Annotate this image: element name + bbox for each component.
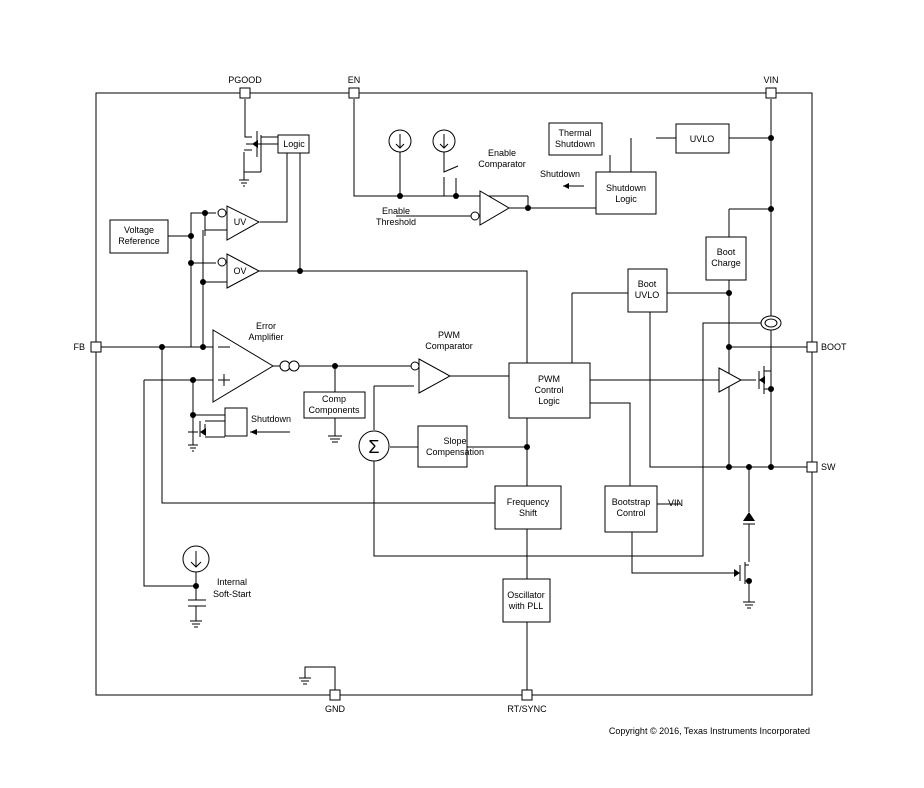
shutdown-logic-block [595,171,657,215]
device-boundary [95,92,813,696]
enable-comparator-symbol [479,190,510,226]
shutdown-switch-block [224,407,248,437]
slope-compensation-label-2: Compensation [426,447,484,457]
boot-uvlo-label-2: UVLO [635,290,660,300]
vin-small-label: VIN [668,498,683,508]
shutdown-left-label: Shutdown [251,414,291,424]
softstart-label-2: Soft-Start [213,589,252,599]
pwm-comparator-label-2: Comparator [425,341,473,351]
error-amplifier-label-2: Amplifier [248,332,283,342]
logic-block [277,134,310,154]
bootstrap-control-label-2: Control [616,508,645,518]
frequency-shift-block [494,485,562,530]
bootstrap-control-label-1: Bootstrap [612,497,651,507]
ov-comparator [226,253,261,289]
pin-label-fb: FB [73,342,85,352]
oscillator-label-1: Oscillator [507,590,545,600]
sigma-label: Σ [368,437,379,457]
summing-junction [358,430,390,462]
pwm-control-label-2: Control [534,385,563,395]
pwm-control-label-1: PWM [538,374,560,384]
pin-labels: PGOOD EN VIN FB BOOT SW GND RT/SYNC [73,75,847,714]
comp-components-label-2: Components [308,405,360,415]
shutdown-logic-label-1: Shutdown [606,183,646,193]
slope-compensation-label-1: Slope [443,436,466,446]
pin-label-en: EN [348,75,361,85]
enable-comparator-label-2: Comparator [478,159,526,169]
pin-label-vin: VIN [763,75,778,85]
wires [101,99,812,694]
uv-label: UV [234,217,247,227]
shutdown-top-label: Shutdown [540,169,580,179]
frequency-shift-label-2: Shift [519,508,538,518]
enable-threshold-label-2: Threshold [376,217,416,227]
pwm-comparator-symbol [418,358,452,394]
current-sources [182,129,456,573]
voltage-reference-label-2: Reference [118,236,160,246]
pin-label-sw: SW [821,462,836,472]
arrows [200,140,765,577]
copyright-text: Copyright © 2016, Texas Instruments Inco… [609,726,810,736]
ov-label: OV [233,266,246,276]
pin-en [348,87,360,99]
voltage-reference-block [109,219,169,254]
shutdown-logic-label-2: Logic [615,194,637,204]
pins [90,87,818,701]
blocks [109,122,747,623]
pin-rtsync [521,689,533,701]
error-amplifier-label-1: Error [256,321,276,331]
pin-vin [765,87,777,99]
voltage-reference-label-1: Voltage [124,225,154,235]
amplifiers [212,190,782,403]
gate-driver [718,367,743,393]
pwm-control-logic-block [508,362,591,419]
boot-charge-block [705,236,747,281]
boot-charge-label-2: Charge [711,258,741,268]
uvlo-block [675,123,730,154]
pin-gnd [329,689,341,701]
boot-uvlo-label-1: Boot [638,279,657,289]
uvlo-label: UVLO [690,134,715,144]
thermal-shutdown-label-2: Shutdown [555,139,595,149]
pin-label-pgood: PGOOD [228,75,262,85]
oscillator-label-2: with PLL [508,601,544,611]
oscillator-pll-block [502,578,551,623]
junction-dots [159,135,774,589]
pin-label-gnd: GND [325,704,346,714]
boot-charge-label-1: Boot [717,247,736,257]
pin-sw [806,461,818,473]
frequency-shift-label-1: Frequency [507,497,550,507]
block-labels: Logic Voltage Reference UV OV Error Ampl… [118,128,810,736]
softstart-label-1: Internal [217,577,247,587]
comp-components-label-1: Comp [322,394,346,404]
comp-components-block [303,391,366,419]
pwm-control-label-3: Logic [538,396,560,406]
pwm-comparator-label-1: PWM [438,330,460,340]
pin-label-boot: BOOT [821,342,847,352]
error-amplifier-symbol [212,329,274,403]
pin-label-rtsync: RT/SYNC [507,704,547,714]
logic-label: Logic [283,139,305,149]
pin-fb [90,341,102,353]
boot-uvlo-block [627,268,668,313]
enable-threshold-label-1: Enable [382,206,410,216]
enable-comparator-label-1: Enable [488,148,516,158]
thermal-shutdown-label-1: Thermal [558,128,591,138]
uv-comparator [226,205,261,241]
bootstrap-control-block [604,485,658,533]
slope-compensation-block [417,425,468,468]
thermal-shutdown-block [548,122,603,156]
pin-pgood [239,87,251,99]
pin-boot [806,341,818,353]
